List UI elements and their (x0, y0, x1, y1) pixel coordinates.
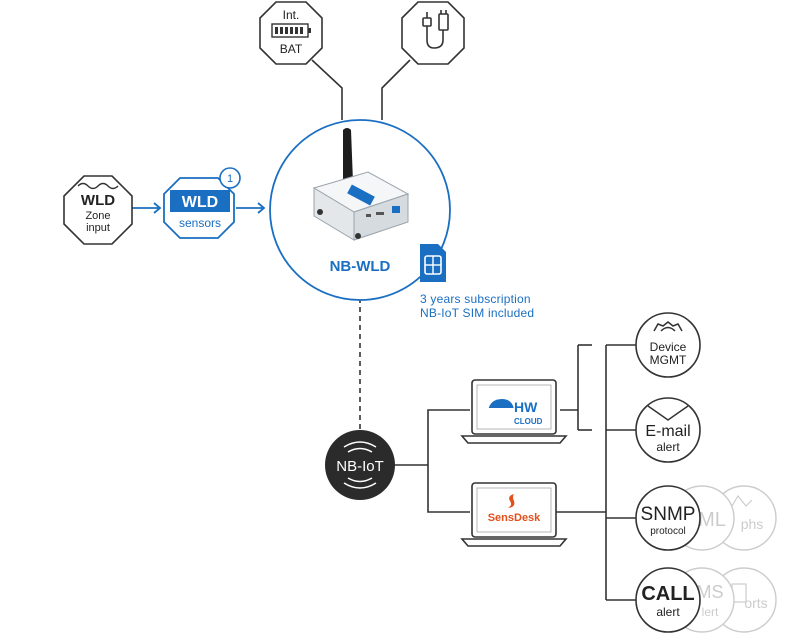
sensdesk-logo: SensDesk (488, 494, 541, 524)
sim-card-icon (420, 244, 446, 282)
sim-note-line1: 3 years subscription (420, 292, 531, 306)
service-device-line1: Device (650, 340, 687, 354)
faded-text-orts: orts (744, 595, 767, 611)
hwg-cloud-logo: HW CLOUD (486, 399, 543, 426)
sensor-count-text: 1 (227, 173, 233, 185)
faded-text-ml: ML (698, 509, 726, 531)
sensor-count-badge (219, 167, 241, 189)
faded-text-lert: lert (702, 605, 719, 619)
service-device-line2: MGMT (650, 353, 687, 367)
service-snmp-protocol: SNMP protocol (635, 485, 701, 551)
sim-subscription-note: 3 years subscription NB-IoT SIM included (420, 292, 534, 320)
laptop-branch (427, 409, 470, 513)
wld-zone-line2: Zone (85, 210, 110, 222)
faded-text-phs: phs (741, 516, 764, 532)
wld-sensors-subtitle: sensors (179, 216, 221, 230)
envelope-icon (647, 405, 689, 421)
device-name: NB-WLD (330, 258, 391, 275)
service-email-alert: E-mail alert (635, 397, 701, 463)
service-email-line2: alert (656, 440, 680, 454)
antenna-icon (343, 128, 353, 182)
service-call-line2: alert (656, 605, 680, 619)
sensdesk-laptop: SensDesk (460, 482, 568, 547)
sim-note-line2: NB-IoT SIM included (420, 306, 535, 320)
battery-node: Int. BAT (259, 1, 323, 65)
wld-sensors-node: WLD sensors 1 (163, 167, 241, 239)
water-wave-icon (77, 182, 119, 190)
connector-lines (311, 59, 636, 601)
hwg-cloud-laptop: HW CLOUD (460, 379, 568, 444)
hwg-logo-sub: CLOUD (514, 417, 543, 426)
signal-waves-icon (343, 441, 377, 489)
power-adapter-node (401, 1, 465, 65)
faded-text-ms: MS (697, 582, 724, 602)
battery-icon (271, 23, 311, 38)
sensdesk-logo-text: SensDesk (488, 512, 541, 524)
wld-zone-line3: input (86, 222, 110, 234)
adapter-connector (381, 59, 411, 120)
battery-connector (311, 59, 343, 120)
nbiot-label: NB-IoT (336, 458, 384, 475)
wld-zone-title: WLD (81, 192, 115, 209)
service-call-line1: CALL (641, 583, 694, 605)
service-device-mgmt: Device MGMT (635, 312, 701, 378)
wld-zone-input-node: WLD Zone input (63, 175, 133, 245)
service-snmp-line2: protocol (650, 526, 686, 537)
gear-icon (653, 321, 683, 332)
service-email-line1: E-mail (645, 423, 690, 440)
battery-label-top: Int. (283, 8, 300, 22)
service-call-alert: CALL alert (635, 567, 701, 633)
hwg-logo-main: HW (514, 399, 538, 415)
wld-sensors-title: WLD (182, 194, 218, 211)
input-arrows (132, 202, 266, 214)
device-box-icon (312, 171, 410, 241)
nbiot-node: NB-IoT (325, 430, 395, 500)
device-node[interactable]: NB-WLD (269, 119, 451, 301)
battery-label-bottom: BAT (280, 42, 303, 56)
service-snmp-line1: SNMP (641, 504, 696, 525)
power-adapter-icon (422, 10, 449, 49)
sensdesk-s-icon (508, 494, 515, 508)
